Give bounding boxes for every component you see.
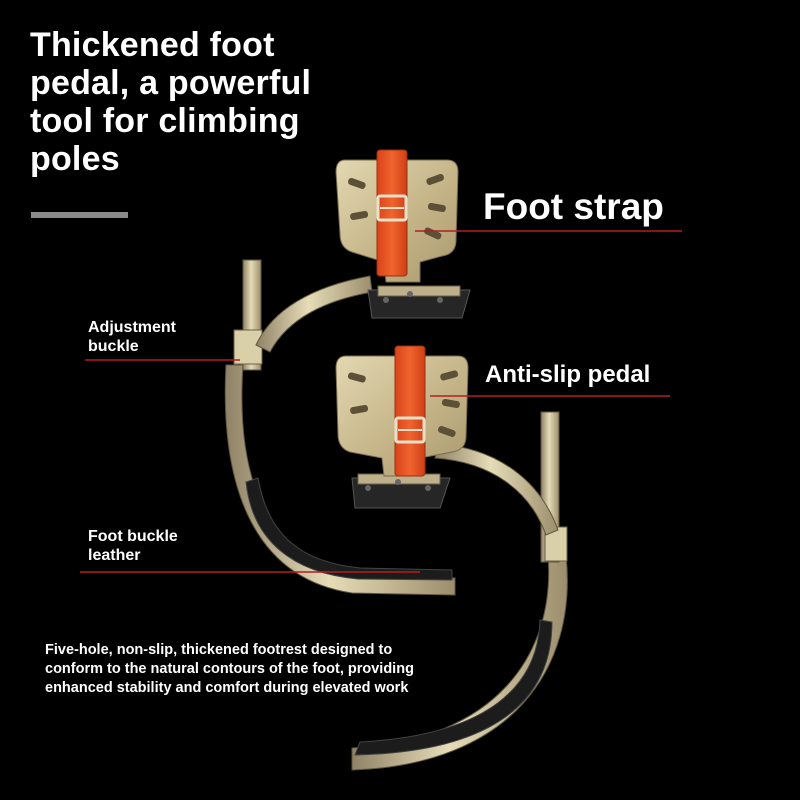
description-line: enhanced stability and comfort during el…	[45, 680, 409, 696]
right-connector-arm	[434, 443, 559, 536]
headline: Thickened foot pedal, a powerful tool fo…	[30, 26, 390, 178]
leader-lines	[80, 230, 682, 573]
pole-climber-right	[335, 345, 568, 771]
pole-climber-left	[224, 149, 471, 596]
callout-foot-strap: Foot strap	[483, 186, 664, 227]
headline-divider	[31, 212, 128, 218]
left-hook-leather	[245, 477, 453, 581]
description-line: Five-hole, non-slip, thickened footrest …	[45, 642, 393, 658]
right-foot-strap	[394, 345, 426, 477]
right-hook-leather	[354, 619, 553, 756]
headline-line: pedal, a powerful	[30, 64, 312, 102]
headline-line: tool for climbing	[30, 102, 300, 140]
callout-line: Adjustment	[88, 319, 176, 336]
left-adjust-sleeve	[233, 329, 263, 365]
callout-foot-buckle-leather: Foot buckle leather	[88, 527, 178, 565]
description-line: conform to the natural contours of the f…	[45, 661, 414, 677]
left-connector-arm	[255, 275, 373, 353]
callout-line: Foot buckle	[88, 528, 178, 545]
callout-adjustment-buckle: Adjustment buckle	[88, 318, 176, 356]
product-description: Five-hole, non-slip, thickened footrest …	[45, 641, 515, 698]
right-strap-buckle	[394, 416, 426, 444]
headline-line: Thickened foot	[30, 26, 275, 64]
left-strap-buckle	[376, 194, 408, 222]
callout-line: buckle	[88, 338, 139, 355]
callout-anti-slip-pedal: Anti-slip pedal	[485, 361, 651, 388]
headline-line: poles	[30, 140, 120, 178]
callout-line: leather	[88, 547, 141, 564]
